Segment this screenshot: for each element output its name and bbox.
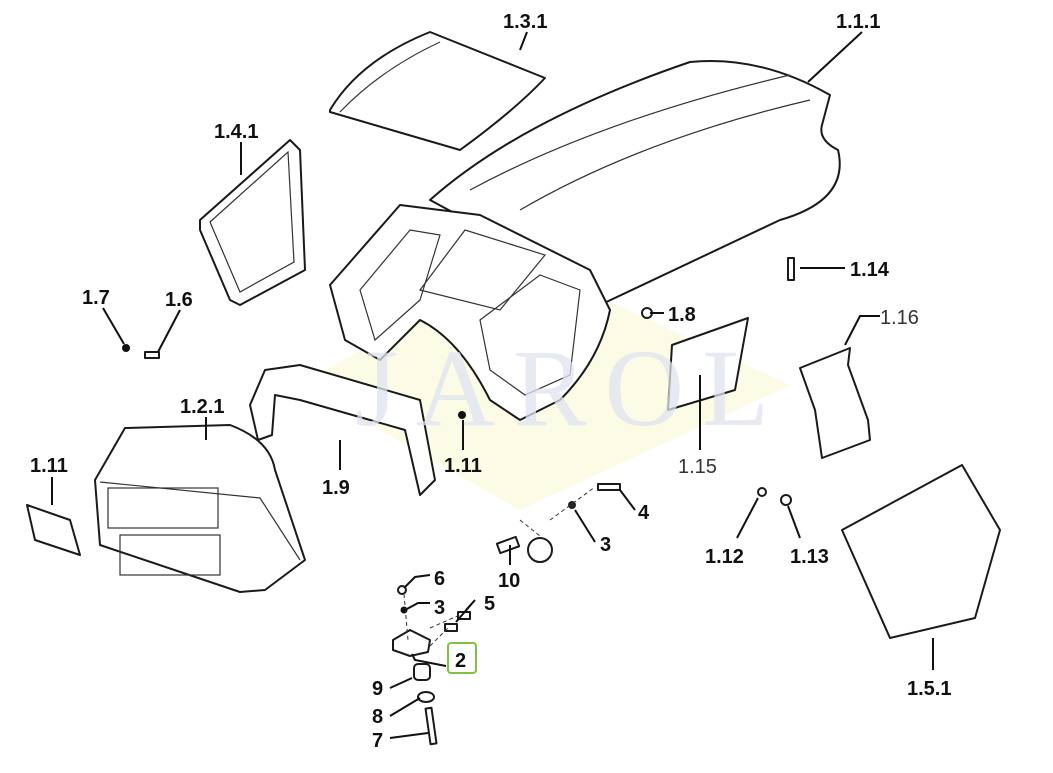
part-5-screw	[444, 623, 458, 632]
callout-labels: 1.3.1 1.1.1 1.4.1 1.14 1.7 1.6 1.8 1.16 …	[30, 11, 951, 752]
callout-1-6[interactable]: 1.6	[165, 289, 193, 311]
part-9-spring	[413, 663, 431, 681]
part-2-bracket	[392, 629, 431, 657]
callout-1-12[interactable]: 1.12	[705, 546, 744, 568]
callout-3-lower[interactable]: 3	[434, 597, 445, 619]
callout-1-11-center[interactable]: 1.11	[444, 455, 482, 477]
callout-1-7[interactable]: 1.7	[82, 287, 110, 309]
callout-7[interactable]: 7	[372, 730, 383, 752]
callout-1-13[interactable]: 1.13	[790, 546, 829, 568]
callout-9[interactable]: 9	[372, 678, 383, 700]
gear	[527, 537, 553, 563]
callout-1-4-1[interactable]: 1.4.1	[214, 121, 258, 143]
part-7-stud	[424, 706, 438, 746]
part-1-11-cover-plate[interactable]	[26, 504, 81, 556]
callout-1-2-1[interactable]: 1.2.1	[180, 396, 224, 418]
callout-10[interactable]: 10	[498, 570, 520, 592]
part-1-11-plug	[458, 411, 466, 419]
part-1-3-1-roof-panel[interactable]	[329, 31, 546, 151]
part-1-7-nut	[122, 344, 130, 352]
part-1-9-trim-strip[interactable]	[249, 364, 436, 496]
part-1-12-screw	[757, 487, 767, 497]
highlight-box-2	[447, 642, 477, 674]
part-4-bolt	[597, 483, 621, 491]
callout-5[interactable]: 5	[484, 593, 495, 615]
part-1-2-1-front-grille[interactable]	[94, 424, 306, 593]
callout-1-14[interactable]: 1.14	[850, 259, 890, 281]
callout-2[interactable]: 2	[455, 650, 466, 672]
callout-4[interactable]: 4	[638, 502, 650, 524]
part-1-5-1-rear-panel[interactable]	[841, 464, 1001, 639]
part-1-13-washer	[780, 494, 792, 506]
callout-6[interactable]: 6	[434, 568, 445, 590]
callout-1-5-1[interactable]: 1.5.1	[907, 678, 951, 700]
callout-3-upper[interactable]: 3	[600, 534, 611, 556]
part-1-6-bolt	[144, 351, 160, 359]
callout-8[interactable]: 8	[372, 706, 383, 728]
callout-1-1-1[interactable]: 1.1.1	[836, 11, 880, 33]
part-1-14-pin	[787, 257, 795, 281]
part-8-washer	[417, 691, 435, 703]
part-1-4-1-side-frame[interactable]	[199, 139, 306, 306]
callout-1-8[interactable]: 1.8	[668, 304, 696, 326]
callout-1-9[interactable]: 1.9	[322, 477, 350, 499]
callout-1-15[interactable]: 1.15	[678, 456, 717, 478]
part-10-spacer	[495, 535, 521, 555]
leader-lines	[51, 31, 934, 739]
callout-1-16[interactable]: 1.16	[880, 307, 919, 329]
callout-1-11-left[interactable]: 1.11	[30, 455, 68, 477]
part-1-15-side-panel[interactable]	[667, 317, 749, 411]
part-1-16-bracket[interactable]	[799, 347, 871, 459]
callout-1-3-1[interactable]: 1.3.1	[503, 11, 547, 33]
part-1-1-1-cab-roof[interactable]	[329, 59, 841, 421]
